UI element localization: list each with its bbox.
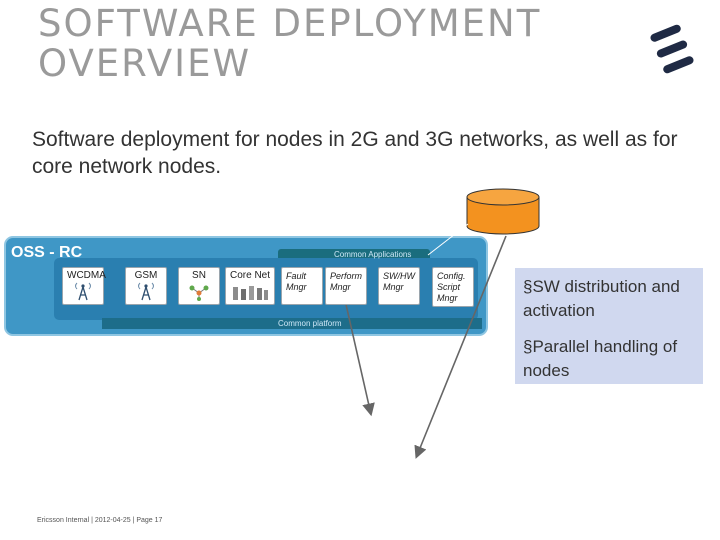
tile-label: Core Net bbox=[230, 270, 271, 281]
tile-perform-mngr[interactable]: Perform Mngr bbox=[325, 267, 367, 305]
server-rack-icon bbox=[233, 286, 268, 300]
tile-sw-hw-mngr[interactable]: SW/HW Mngr bbox=[378, 267, 420, 305]
tile-label: Fault Mngr bbox=[286, 271, 307, 292]
tile-label: WCDMA bbox=[67, 270, 106, 281]
tile-label: GSM bbox=[134, 270, 158, 281]
common-platform-label: Common platform bbox=[278, 319, 342, 328]
bullet-item: §SW distribution and activation bbox=[523, 277, 680, 320]
title-line-1: Software deployment bbox=[38, 2, 542, 45]
tile-sn[interactable]: SN bbox=[178, 267, 220, 305]
tile-wcdma[interactable]: WCDMA bbox=[62, 267, 106, 305]
connector-line bbox=[427, 223, 469, 256]
ericsson-logo-icon bbox=[650, 24, 694, 74]
common-applications-label: Common Applications bbox=[334, 250, 412, 259]
slide-subtitle: Software deployment for nodes in 2G and … bbox=[32, 128, 678, 178]
slide-footer: Ericsson Internal | 2012-04-25 | Page 17 bbox=[37, 517, 163, 524]
radio-tower-icon bbox=[75, 282, 91, 301]
tile-label: SN bbox=[192, 270, 206, 281]
bullet-item: §Parallel handling of nodes bbox=[523, 337, 678, 380]
oss-rc-label: OSS - RC bbox=[11, 244, 83, 261]
tile-fault-mngr[interactable]: Fault Mngr bbox=[281, 267, 323, 305]
tile-gsm[interactable]: GSM bbox=[125, 267, 167, 305]
slide-title: Software deployment overview bbox=[38, 4, 541, 84]
radio-tower-icon bbox=[138, 282, 154, 301]
title-line-2: overview bbox=[38, 42, 252, 85]
tile-label: Perform Mngr bbox=[330, 271, 363, 292]
database-icon bbox=[466, 188, 540, 235]
tile-core-net[interactable]: Core Net bbox=[225, 267, 275, 305]
tile-label: SW/HW Mngr bbox=[383, 271, 415, 292]
network-nodes-icon bbox=[189, 285, 209, 301]
tile-label: Config. Script Mngr bbox=[437, 271, 466, 303]
tile-config-script-mngr[interactable]: Config. Script Mngr bbox=[432, 267, 474, 307]
bullet-box: §SW distribution and activation §Paralle… bbox=[515, 268, 703, 384]
